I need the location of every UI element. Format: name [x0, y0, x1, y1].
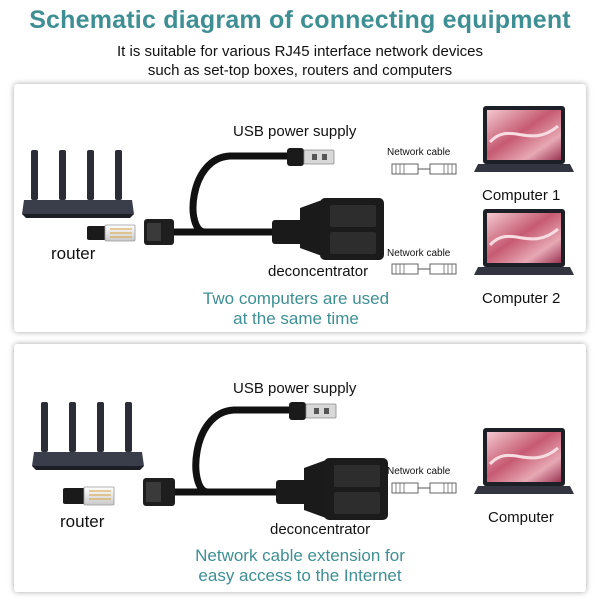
computer-2-label: Computer 2: [482, 290, 561, 307]
laptop-icon: [474, 428, 574, 494]
router-icon: [22, 150, 134, 218]
page-title: Schematic diagram of connecting equipmen…: [29, 6, 571, 34]
rj45-plug-icon: [63, 486, 115, 506]
top-note: Two computers are used at the same time: [186, 289, 406, 329]
router-label: router: [60, 512, 105, 531]
laptop-icon: [474, 106, 574, 172]
network-cable-label: Network cable: [387, 248, 451, 259]
deconcentrator-label: deconcentrator: [268, 263, 369, 280]
usb-power-supply-label: USB power supply: [233, 123, 357, 140]
network-cable-label: Network cable: [387, 147, 451, 158]
bottom-note-line-2: easy access to the Internet: [198, 566, 402, 585]
router-icon: [32, 402, 144, 470]
network-cable-icon: [391, 482, 457, 494]
laptop-icon: [474, 209, 574, 275]
usb-power-supply-label: USB power supply: [233, 380, 357, 397]
top-note-line-2: at the same time: [233, 309, 359, 328]
bottom-note-line-1: Network cable extension for: [195, 546, 405, 565]
computer-1-label: Computer 1: [482, 187, 561, 204]
subtitle-line-1: It is suitable for various RJ45 interfac…: [117, 43, 483, 60]
splitter-cable-icon: [144, 148, 384, 260]
top-note-line-1: Two computers are used: [202, 289, 390, 308]
network-cable-label: Network cable: [387, 466, 451, 477]
network-cable-icon: [391, 263, 457, 275]
rj45-plug-icon: [87, 224, 136, 242]
deconcentrator-label: deconcentrator: [270, 521, 371, 538]
bottom-note: Network cable extension for easy access …: [170, 546, 430, 586]
router-label: router: [51, 244, 96, 263]
network-cable-icon: [391, 163, 457, 175]
computer-label: Computer: [488, 509, 554, 526]
splitter-cable-icon: [143, 402, 388, 520]
subtitle-line-2: such as set-top boxes, routers and compu…: [147, 62, 453, 79]
